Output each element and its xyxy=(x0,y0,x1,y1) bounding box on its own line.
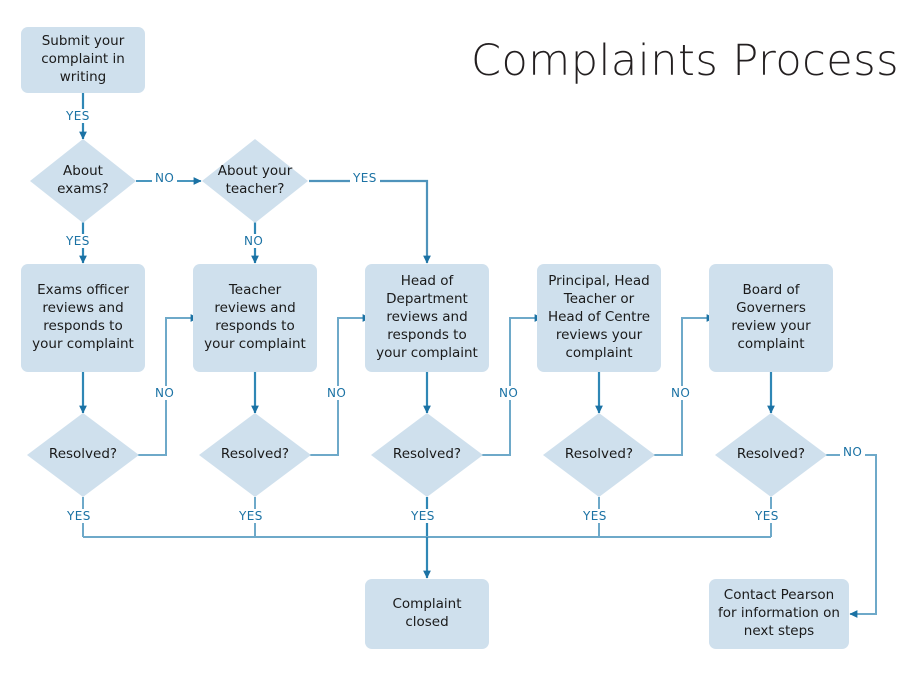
edge-label-submit-yes: YES xyxy=(63,109,93,123)
node-label: About your teacher? xyxy=(217,163,293,197)
node-label: Principal, Head Teacher or Head of Centr… xyxy=(547,273,651,361)
edge-label-resolved-3-no: NO xyxy=(496,386,522,400)
edge-label-resolved-5-no: NO xyxy=(840,445,866,459)
decision-resolved-3[interactable]: Resolved? xyxy=(371,413,483,497)
edge-label-resolved-3-yes: YES xyxy=(408,509,438,523)
decision-resolved-1[interactable]: Resolved? xyxy=(27,413,139,497)
diamond-shape-icon xyxy=(30,139,136,223)
edge-label-resolved-1-yes: YES xyxy=(64,509,94,523)
node-label: Contact Pearson for information on next … xyxy=(718,587,840,639)
diamond-shape-icon xyxy=(202,139,308,223)
node-label: Resolved? xyxy=(392,446,462,463)
node-head-of-department[interactable]: Head of Department reviews and responds … xyxy=(365,264,489,372)
node-label: Resolved? xyxy=(564,446,634,463)
node-contact-pearson[interactable]: Contact Pearson for information on next … xyxy=(709,579,849,649)
diamond-shape-icon xyxy=(27,413,139,497)
node-label: Exams officer reviews and responds to yo… xyxy=(32,282,134,352)
node-exams-officer[interactable]: Exams officer reviews and responds to yo… xyxy=(21,264,145,372)
edge-label-resolved-4-no: NO xyxy=(668,386,694,400)
edge-label-resolved-4-yes: YES xyxy=(580,509,610,523)
decision-about-teacher[interactable]: About your teacher? xyxy=(202,139,308,223)
decision-resolved-5[interactable]: Resolved? xyxy=(715,413,827,497)
edge-label-exams-yes: YES xyxy=(63,234,93,248)
node-label: Head of Department reviews and responds … xyxy=(376,273,478,361)
edge-label-resolved-1-no: NO xyxy=(152,386,178,400)
node-teacher-reviews[interactable]: Teacher reviews and responds to your com… xyxy=(193,264,317,372)
diamond-shape-icon xyxy=(371,413,483,497)
page-title: Complaints Process xyxy=(470,36,900,86)
node-label: Teacher reviews and responds to your com… xyxy=(204,282,306,352)
diamond-shape-icon xyxy=(543,413,655,497)
edge-label-teacher-yes: YES xyxy=(350,171,380,185)
node-board-of-governors[interactable]: Board of Governers review your complaint xyxy=(709,264,833,372)
node-label: Complaint closed xyxy=(392,596,462,630)
diamond-shape-icon xyxy=(715,413,827,497)
edge-label-resolved-2-yes: YES xyxy=(236,509,266,523)
node-label: Resolved? xyxy=(736,446,806,463)
node-label: Resolved? xyxy=(48,446,118,463)
node-label: Resolved? xyxy=(220,446,290,463)
node-label: About exams? xyxy=(57,163,109,197)
node-submit-complaint[interactable]: Submit your complaint in writing xyxy=(21,27,145,93)
node-complaint-closed[interactable]: Complaint closed xyxy=(365,579,489,649)
edge-label-resolved-2-no: NO xyxy=(324,386,350,400)
decision-resolved-2[interactable]: Resolved? xyxy=(199,413,311,497)
edge-label-teacher-no: NO xyxy=(241,234,267,248)
node-label: Submit your complaint in writing xyxy=(41,33,125,85)
decision-resolved-4[interactable]: Resolved? xyxy=(543,413,655,497)
node-label: Board of Governers review your complaint xyxy=(731,282,811,352)
node-principal-head-teacher[interactable]: Principal, Head Teacher or Head of Centr… xyxy=(537,264,661,372)
edge-label-resolved-5-yes: YES xyxy=(752,509,782,523)
decision-about-exams[interactable]: About exams? xyxy=(30,139,136,223)
edge-label-exams-no: NO xyxy=(152,171,178,185)
diamond-shape-icon xyxy=(199,413,311,497)
